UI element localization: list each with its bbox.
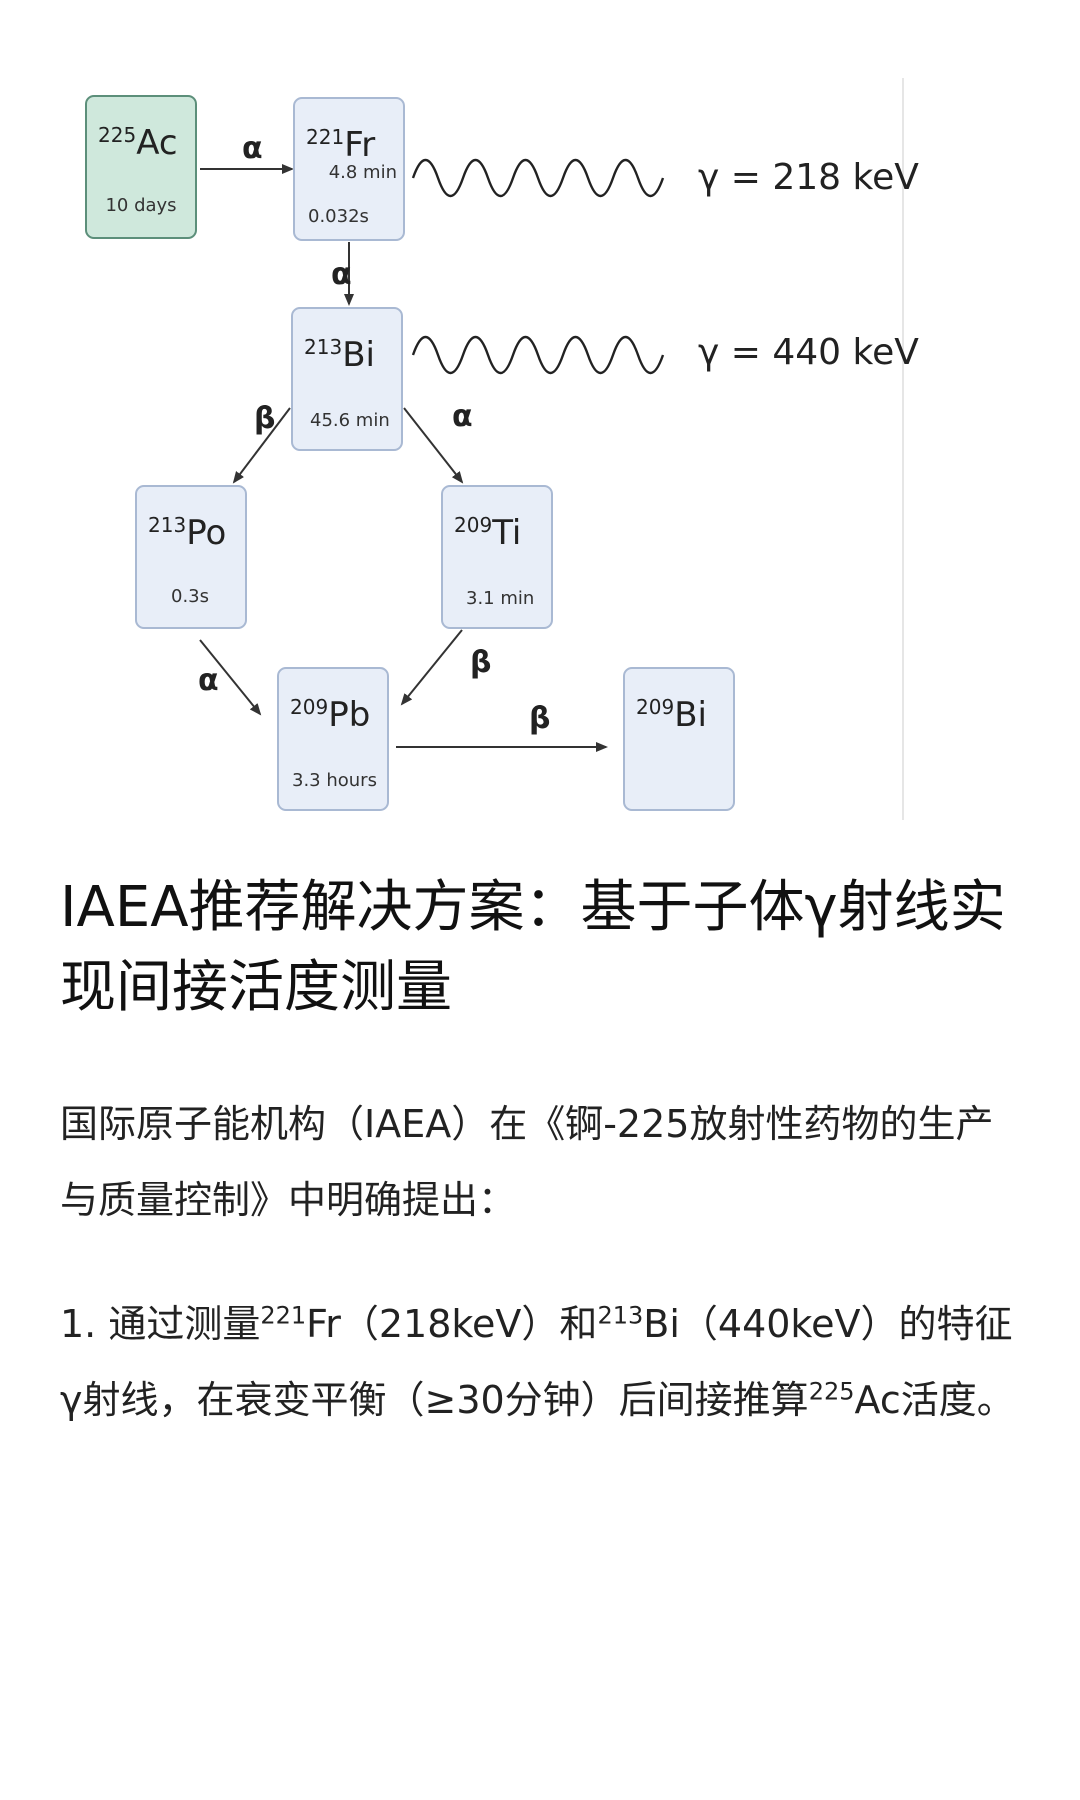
decay-chain-diagram: α α β α α β β γ = 218 keV γ = 440 keV 225Ac 10 d… [85,78,919,820]
isotope-node-po213: 213Po 0.3s [135,485,247,629]
half-life-fr221-1: 0.032s [308,206,369,227]
isotope-label-po213: 213Po [148,513,226,553]
isotope-label-ac225: 225Ac [98,123,178,163]
decay-label-po213-pb209: α [198,663,219,698]
isotope-node-pb209: 209Pb 3.3 hours [277,667,389,811]
isotope-label-ti209: 209Ti [454,513,521,553]
intro-paragraph: 国际原子能机构（IAEA）在《锕-225放射性药物的生产与质量控制》中明确提出： [60,1102,994,1222]
item1-mid1: （218keV）和 [340,1302,598,1346]
gamma-wave-fr221 [411,158,665,198]
section-heading: IAEA推荐解决方案：基于子体γ射线实现间接活度测量 [60,875,1006,1020]
half-life-fr221-0: 4.8 min [329,162,397,183]
isotope-node-ti209: 209Ti 3.1 min [441,485,553,629]
isotope-symbol-fr: Fr [306,1302,341,1346]
isotope-box-ac225 [85,95,197,239]
isotope-node-bi209: 209Bi [623,667,735,811]
half-life-ti209-0: 3.1 min [466,588,534,609]
isotope-label-fr221: 221Fr [306,125,375,165]
isotope-mass-ac: 225 [808,1377,855,1406]
decay-label-bi213-po213: β [254,401,275,436]
item1-mid2: （440keV）的特征γ射线，在衰变平衡（≥30分钟）后间接推算 [60,1302,1013,1422]
isotope-mass-bi: 213 [597,1301,644,1330]
item1-prefix: 1. 通过测量 [60,1302,261,1346]
decay-label-bi213-ti209: α [452,399,473,434]
item1-suffix: Ac活度。 [854,1378,1015,1422]
gamma-energy-label-bi213: γ = 440 keV [698,332,919,373]
isotope-mass-fr: 221 [260,1301,307,1330]
half-life-bi213-0: 45.6 min [310,410,390,431]
isotope-box-po213 [135,485,247,629]
isotope-node-bi213: 213Bi 45.6 min [291,307,403,451]
isotope-label-bi209: 209Bi [636,695,707,735]
list-item-1: 1. 通过测量221Fr（218keV）和213Bi（440keV）的特征γ射线… [60,1286,1030,1438]
decay-label-ac225-fr221: α [242,131,263,166]
isotope-node-ac225: 225Ac 10 days [85,95,197,239]
half-life-po213-0: 0.3s [171,586,209,607]
decay-arrow-bi213-po213 [232,407,291,484]
isotope-symbol-bi: Bi [643,1302,680,1346]
decay-arrow-po213-pb209 [199,639,262,716]
decay-label-ti209-pb209: β [470,645,491,680]
isotope-label-bi213: 213Bi [304,335,375,375]
isotope-box-fr221 [293,97,405,241]
gamma-wave-bi213 [411,335,665,375]
half-life-pb209-0: 3.3 hours [292,770,377,791]
decay-label-pb209-bi209: β [529,701,550,736]
decay-label-fr221-bi213: α [331,257,352,292]
decay-arrow-ti209-pb209 [400,629,463,706]
isotope-label-pb209: 209Pb [290,695,370,735]
decay-arrow-bi213-ti209 [403,407,464,484]
half-life-ac225-0: 10 days [105,195,176,216]
gamma-energy-label-fr221: γ = 218 keV [698,157,919,198]
isotope-box-ti209 [441,485,553,629]
isotope-box-bi209 [623,667,735,811]
isotope-box-bi213 [291,307,403,451]
isotope-box-pb209 [277,667,389,811]
